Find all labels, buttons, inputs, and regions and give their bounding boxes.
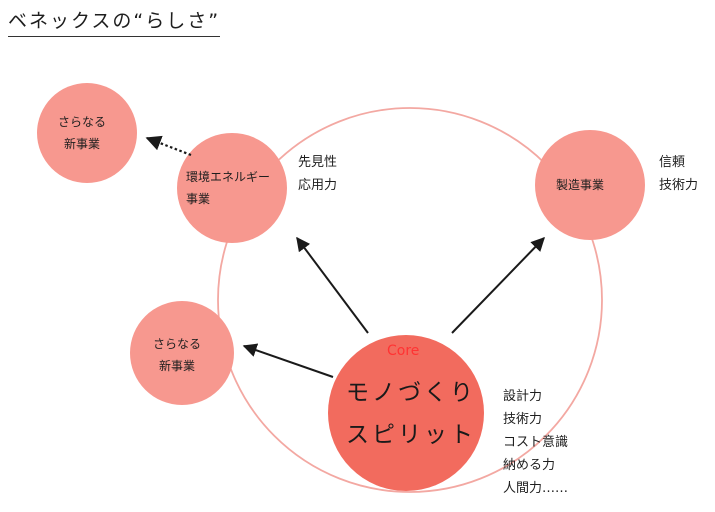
- arrow-core-to-energy: [296, 236, 369, 334]
- core-line-2: スピリット: [346, 422, 476, 448]
- core-trait: コスト意識: [503, 435, 569, 450]
- core-trait: 人間力……: [503, 481, 569, 496]
- core-trait: 納める力: [503, 458, 556, 473]
- outer-ring: [217, 107, 603, 493]
- core-tag: Core: [387, 343, 420, 359]
- core-trait: 設計力: [503, 389, 543, 404]
- mfg-trait: 信頼: [659, 155, 686, 170]
- node-top-left-line-2: 新事業: [64, 137, 101, 151]
- core-trait: 技術力: [503, 412, 543, 427]
- core-label: モノづくり スピリット: [346, 372, 476, 456]
- dotted-arrow-to-new-business: [145, 135, 192, 157]
- node-mfg-line-1: 製造事業: [556, 178, 605, 192]
- node-energy-label: 環境エネルギー 事業: [186, 166, 270, 210]
- core-line-1: モノづくり: [346, 380, 476, 406]
- node-energy-line-2: 事業: [186, 192, 211, 206]
- core-traits: 設計力 技術力 コスト意識 納める力 人間力……: [503, 385, 568, 500]
- energy-trait: 応用力: [298, 178, 338, 193]
- node-core: [328, 335, 484, 491]
- node-mid-left-label: さらなる 新事業: [153, 333, 201, 377]
- node-mid-left-new-business: [130, 301, 234, 405]
- mfg-traits: 信頼 技術力: [659, 151, 698, 197]
- node-top-left-label: さらなる 新事業: [58, 111, 106, 155]
- node-mfg-label: 製造事業: [556, 174, 604, 196]
- node-top-left-new-business: [37, 83, 137, 183]
- node-manufacturing: [535, 130, 645, 240]
- arrow-core-to-new-business: [242, 343, 334, 378]
- energy-trait: 先見性: [298, 155, 338, 170]
- energy-traits: 先見性 応用力: [298, 151, 337, 197]
- diagram-title: ベネックスの“らしさ”: [8, 6, 221, 37]
- node-environment-energy: [177, 133, 287, 243]
- node-energy-line-1: 環境エネルギー: [186, 170, 271, 184]
- node-mid-left-line-1: さらなる: [153, 337, 202, 351]
- node-top-left-line-1: さらなる: [58, 115, 107, 129]
- node-mid-left-line-2: 新事業: [159, 359, 196, 373]
- arrow-core-to-manufacturing: [451, 236, 545, 334]
- mfg-trait: 技術力: [659, 178, 699, 193]
